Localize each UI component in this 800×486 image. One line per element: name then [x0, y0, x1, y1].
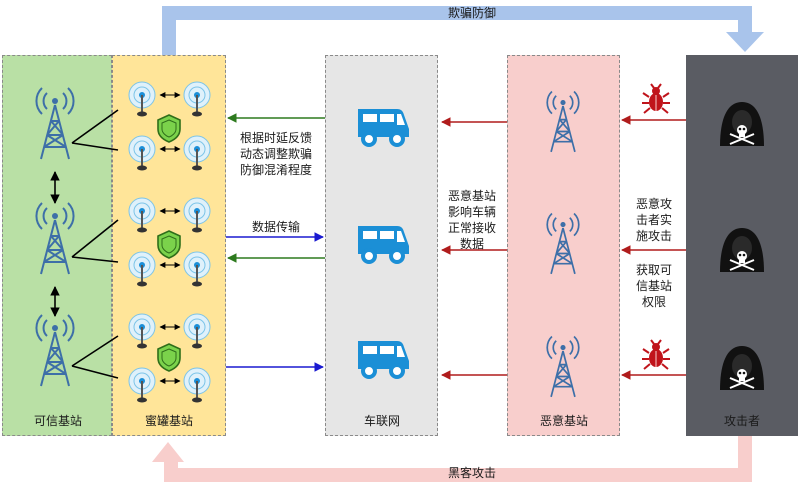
gain-access-line: 信基站 — [635, 279, 672, 293]
bus-icon — [356, 107, 411, 147]
antenna-icon — [128, 367, 156, 404]
antenna-icon — [183, 313, 211, 350]
honeypot-panel-label: 蜜罐基站 — [144, 414, 193, 428]
cell-tower-icon — [35, 314, 75, 387]
antenna-icon — [128, 197, 156, 234]
antenna-icon — [128, 135, 156, 172]
malicious-panel-label: 恶意基站 — [539, 414, 588, 428]
malicious-effect-line: 数据 — [459, 237, 484, 251]
top-arrow-label: 欺骗防御 — [447, 6, 496, 20]
cell-tower-icon — [35, 202, 75, 275]
data-transfer-label: 数据传输 — [251, 220, 300, 234]
antenna-icon — [183, 367, 211, 404]
shield-icon — [157, 343, 181, 372]
antenna-icon — [128, 81, 156, 118]
attack-impl-line: 恶意攻 — [635, 197, 672, 211]
malicious-effect-line: 影响车辆 — [447, 205, 496, 219]
cell-tower-icon — [35, 87, 75, 160]
hacker-icon — [719, 345, 765, 391]
feedback-line: 防御混淆程度 — [239, 163, 312, 177]
deception-arrow — [162, 6, 764, 55]
bus-icon — [356, 224, 411, 264]
hacker-icon — [719, 101, 765, 147]
cell-tower-icon — [546, 335, 580, 398]
gain-access-line: 权限 — [641, 295, 666, 309]
trusted-panel-label: 可信基站 — [33, 414, 82, 428]
attack-impl-line: 击者实 — [635, 213, 672, 227]
antenna-icon — [128, 313, 156, 350]
shield-icon — [157, 230, 181, 259]
attacker-panel-label: 攻击者 — [723, 414, 760, 428]
antenna-icon — [183, 135, 211, 172]
cell-tower-icon — [546, 90, 580, 153]
malicious-effect-line: 恶意基站 — [447, 189, 496, 203]
bug-icon — [641, 83, 671, 114]
bottom-arrow-label: 黑客攻击 — [447, 466, 496, 480]
antenna-icon — [183, 81, 211, 118]
attack-impl-line: 施攻击 — [635, 229, 672, 243]
antenna-icon — [183, 251, 211, 288]
iov-panel-label: 车联网 — [363, 414, 400, 428]
hacker-icon — [719, 227, 765, 273]
hacker-attack-arrow — [152, 436, 752, 482]
antenna-icon — [183, 197, 211, 234]
malicious-effect-line: 正常接收 — [447, 221, 496, 235]
gain-access-line: 获取可 — [635, 263, 672, 277]
cell-tower-icon — [546, 212, 580, 275]
shield-icon — [157, 114, 181, 143]
bug-icon — [641, 339, 671, 370]
feedback-line: 根据时延反馈 — [239, 131, 312, 145]
bus-icon — [356, 339, 411, 379]
antenna-icon — [128, 251, 156, 288]
trusted-panel — [2, 55, 112, 436]
feedback-line: 动态调整欺骗 — [239, 147, 312, 161]
